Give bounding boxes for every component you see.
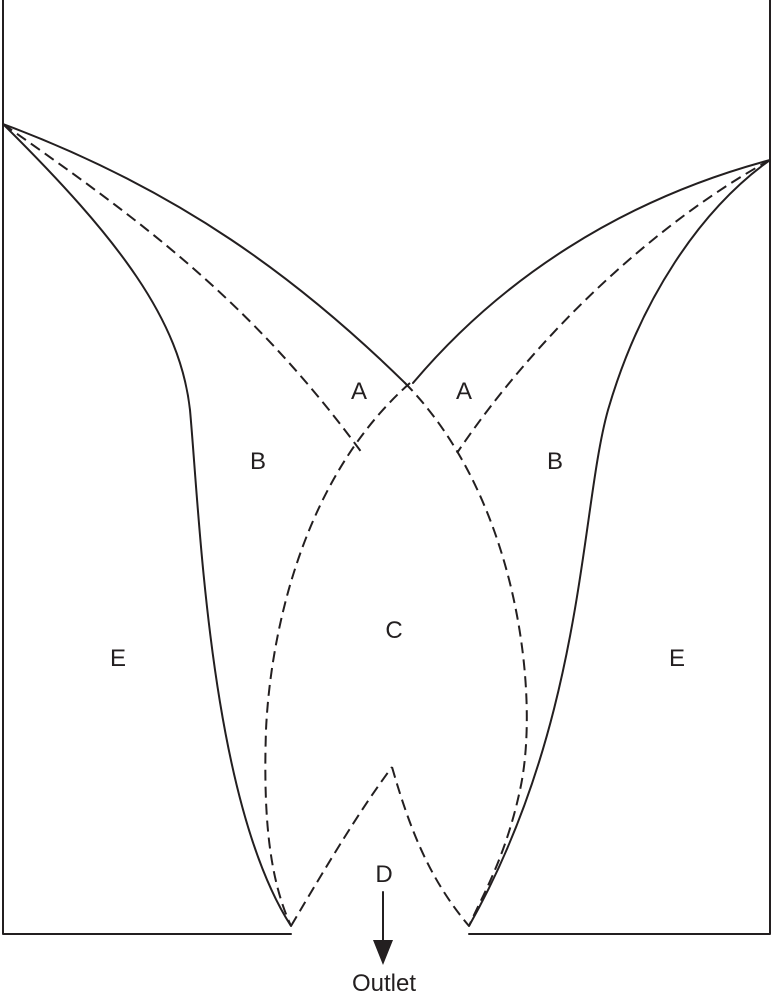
vessel-outline [2, 0, 771, 935]
left-core-boundary [264, 382, 411, 927]
zone-label-c: C [385, 617, 402, 644]
zone-boundaries-dashed [2, 123, 771, 927]
right-outlet-cone [391, 766, 470, 927]
right-outer-boundary [468, 159, 771, 927]
outlet-arrow-head-icon [373, 940, 393, 965]
right-upper-boundary [412, 159, 771, 384]
flow-boundary-solid [2, 123, 771, 927]
left-wall-and-floor [2, 0, 292, 935]
left-a-b-divider [2, 123, 363, 454]
left-outer-boundary [2, 123, 292, 927]
zone-label-a-left: A [351, 378, 367, 405]
left-outlet-cone [290, 766, 393, 927]
right-core-boundary [404, 382, 528, 927]
right-wall-and-floor [468, 0, 771, 935]
zone-label-e-left: E [110, 645, 126, 672]
zone-label-e-right: E [669, 645, 685, 672]
zone-label-a-right: A [456, 378, 472, 405]
zone-label-b-right: B [547, 448, 563, 475]
outlet-label: Outlet [352, 970, 416, 994]
right-a-b-divider [456, 159, 771, 454]
zone-label-d: D [375, 861, 392, 888]
zone-label-b-left: B [250, 448, 266, 475]
outlet-arrow [373, 891, 393, 965]
left-upper-boundary [2, 123, 406, 384]
